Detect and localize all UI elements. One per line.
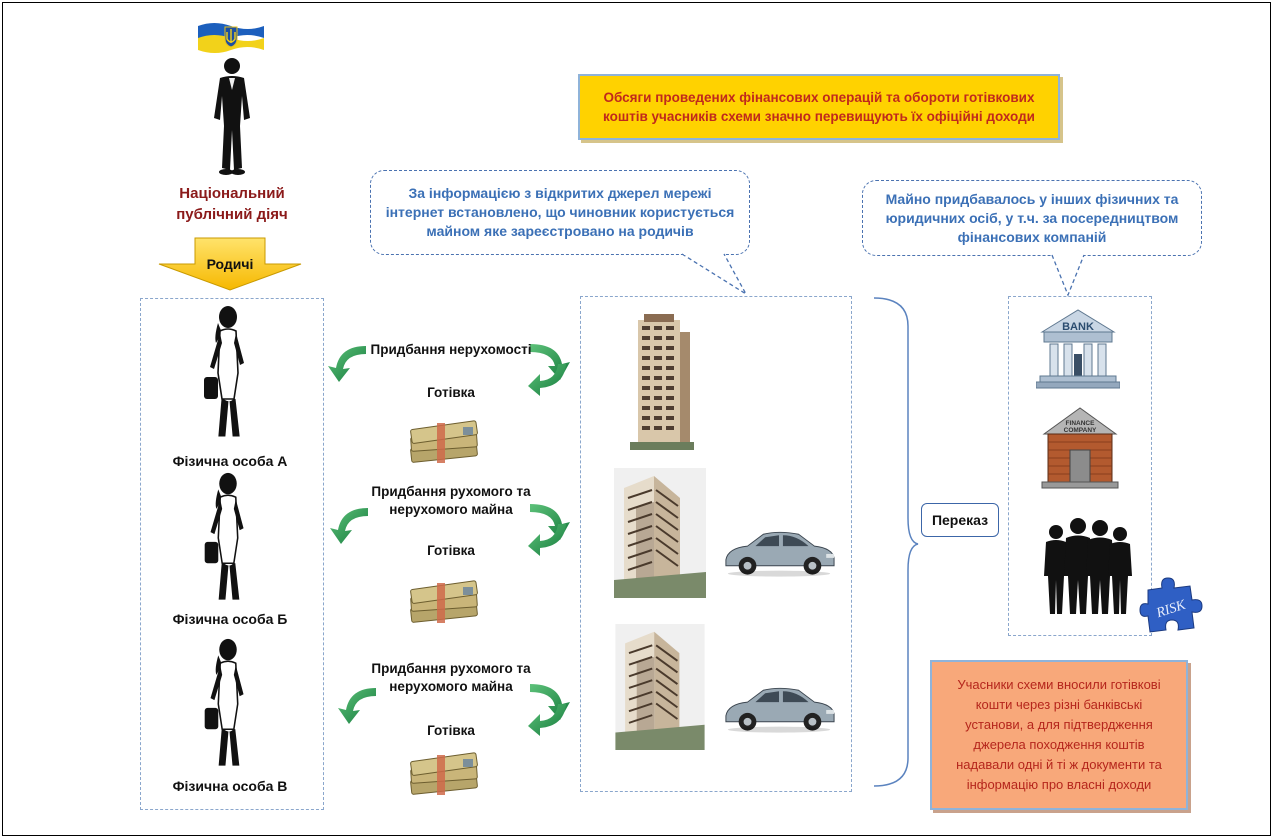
deal-2-purchase-label: Придбання рухомого та нерухомого майна	[362, 483, 540, 519]
callout-purchases: Майно придбавалось у інших фізичних та ю…	[862, 180, 1202, 256]
finance-company-building-icon: FINANCE COMPANY	[1041, 407, 1119, 489]
note-line2: кошти через різні банківські	[975, 697, 1143, 712]
apartment-complex-1-icon	[612, 468, 708, 598]
cash-bundle-1-icon	[405, 420, 485, 466]
property-group	[580, 296, 852, 792]
car-1-icon	[720, 524, 838, 578]
deal-3-return-arrow-icon	[528, 704, 566, 736]
transfer-brace	[873, 297, 919, 787]
deal-3-cash-label: Готівка	[427, 723, 475, 738]
apartment-complex-2-icon	[612, 624, 708, 750]
person-c-silhouette-icon	[204, 638, 244, 766]
relatives-arrow-icon	[158, 237, 302, 291]
person-a-label: Фізична особа А	[172, 453, 288, 469]
deal-2-purchase-line1: Придбання рухомого та	[371, 484, 531, 499]
summary-banner-line2: коштів учасників схеми значно перевищуют…	[603, 109, 1035, 124]
car-2-icon	[720, 680, 838, 734]
note-line5: надавали одні й ті ж документи та	[956, 757, 1162, 772]
deal-1-return-arrow-icon	[528, 364, 566, 396]
deal-3-purchase-label: Придбання рухомого та нерухомого майна	[362, 660, 540, 696]
deal-2-cash-label: Готівка	[427, 543, 475, 558]
note-line6: інформацію про власні доходи	[966, 777, 1152, 792]
summary-banner: Обсяги проведених фінансових операцій та…	[578, 74, 1060, 140]
cash-bundle-2-icon	[405, 580, 485, 626]
note-line4: джерела походження коштів	[973, 737, 1145, 752]
official-label: Національний публічний діяч	[150, 183, 314, 225]
official-label-line1: Національний	[179, 185, 285, 202]
deal-2-purchase-line2: нерухомого майна	[389, 502, 513, 517]
relatives-group	[140, 298, 324, 810]
callout-open-sources: За інформацією з відкритих джерел мережі…	[370, 170, 750, 255]
person-b-label: Фізична особа Б	[172, 611, 288, 627]
finance-sign-line1: FINANCE	[1066, 420, 1096, 427]
official-silhouette-icon	[214, 58, 250, 175]
finance-sign-line2: COMPANY	[1064, 427, 1097, 434]
callout-purchases-tail	[1051, 253, 1085, 297]
person-a-silhouette-icon	[204, 306, 244, 437]
callout-open-sources-line1: За інформацією з відкритих джерел мережі	[408, 185, 712, 201]
note-line1: Учасники схеми вносили готівкові	[957, 677, 1161, 692]
official-label-line2: публічний діяч	[176, 206, 288, 223]
callout-open-sources-tail	[681, 252, 748, 296]
risk-puzzle-icon: RISK	[1139, 577, 1203, 633]
callout-purchases-line1: Майно придбавалось у інших фізичних та	[885, 190, 1179, 207]
bank-building-icon: BANK	[1036, 309, 1120, 389]
bank-sign: BANK	[1062, 321, 1094, 333]
transfer-label: Переказ	[921, 503, 999, 537]
deal-3-purchase-line2: нерухомого майна	[389, 679, 513, 694]
cash-bundle-3-icon	[405, 752, 485, 798]
callout-purchases-line2: юридичних осіб, у т.ч. за посередництвом	[885, 209, 1179, 226]
ukraine-flag-icon	[198, 23, 264, 53]
summary-banner-line1: Обсяги проведених фінансових операцій та…	[603, 90, 1035, 105]
deal-3-purchase-line1: Придбання рухомого та	[371, 661, 531, 676]
cash-deposits-note: Учасники схеми вносили готівкові кошти ч…	[930, 660, 1188, 810]
note-line3: установи, а для підтвердження	[965, 717, 1153, 732]
callout-open-sources-line3: майном яке зареєстровано на родичів	[426, 223, 694, 239]
callout-purchases-line3: фінансових компаній	[957, 228, 1107, 245]
apartment-tower-icon	[630, 314, 694, 450]
relatives-label: Родичі	[206, 256, 254, 272]
deal-1-cash-label: Готівка	[427, 385, 475, 400]
person-b-silhouette-icon	[204, 472, 244, 600]
callout-open-sources-line2: інтернет встановлено, що чиновник корист…	[385, 204, 735, 220]
business-group-silhouette-icon	[1044, 518, 1132, 614]
counterparties-group	[1008, 296, 1152, 636]
deal-2-return-arrow-icon	[528, 524, 566, 556]
person-c-label: Фізична особа В	[172, 778, 288, 794]
deal-1-purchase-label: Придбання нерухомості	[370, 342, 532, 357]
